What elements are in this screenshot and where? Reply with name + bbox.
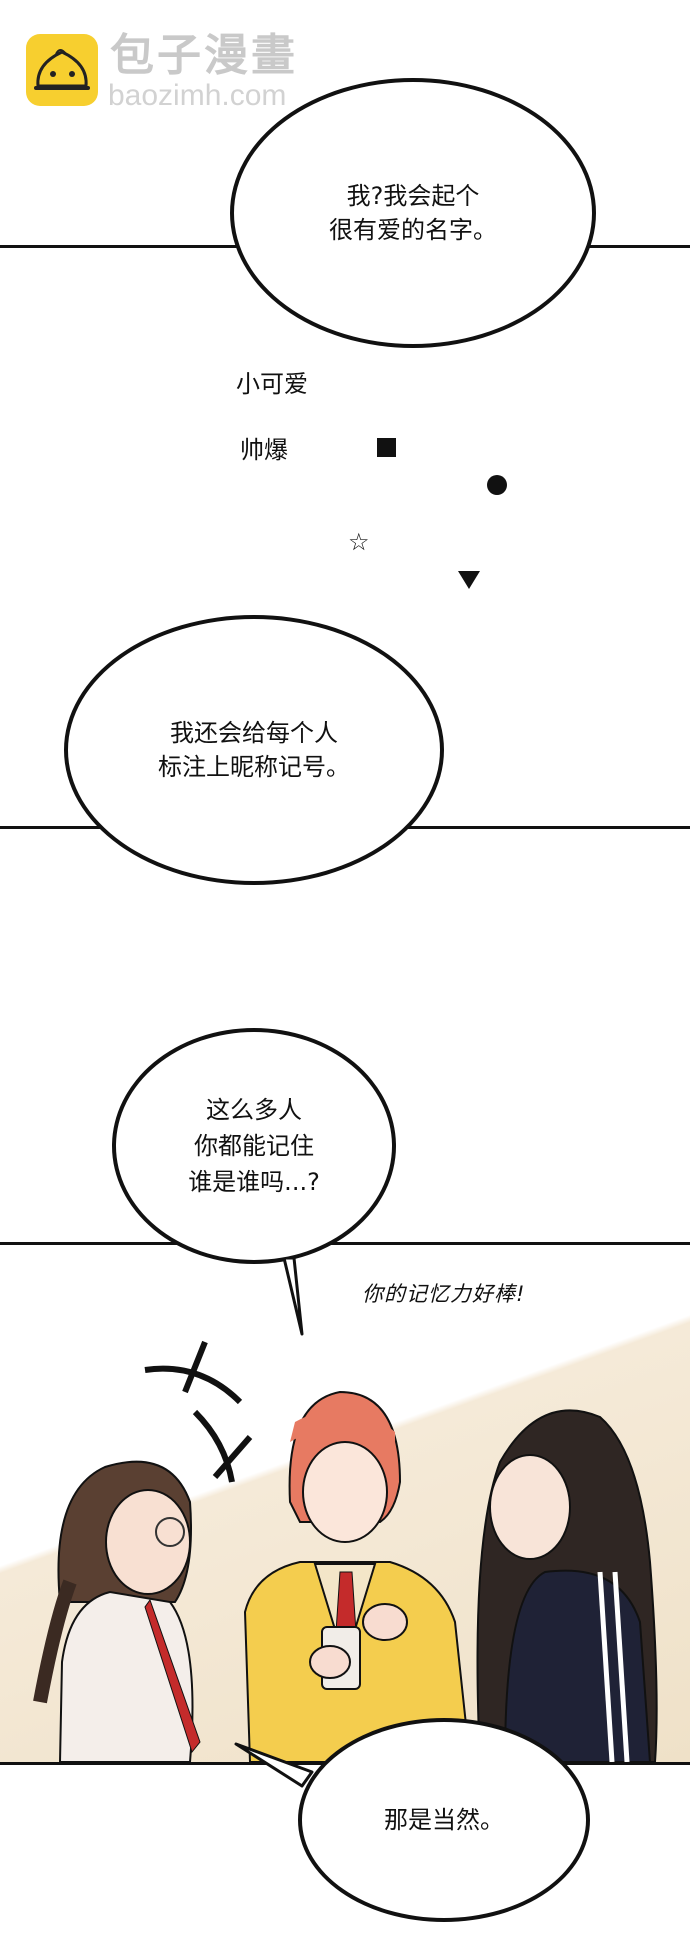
bubble-tail — [282, 1258, 304, 1336]
watermark-url: baozimh.com — [108, 79, 287, 112]
square-icon — [377, 438, 396, 457]
bubble-4-text: 那是当然。 — [384, 1806, 504, 1834]
bubble-1-text: 我?我会起个 很有爱的名字。 — [329, 182, 497, 244]
speech-bubble-1: 我?我会起个 很有爱的名字。 — [230, 78, 596, 348]
watermark-title: 包子漫畫 — [110, 30, 298, 81]
bubble-3-text: 这么多人 你都能记住 谁是谁吗...? — [188, 1096, 320, 1196]
speech-bubble-3: 这么多人 你都能记住 谁是谁吗...? — [112, 1028, 396, 1264]
characters-illustration — [33, 1340, 658, 1762]
sfx-text: 你的记忆力好棒! — [362, 1282, 526, 1306]
bubble-2-text: 我还会给每个人 标注上昵称记号。 — [158, 719, 350, 781]
triangle-down-icon — [458, 571, 480, 589]
panel-divider — [0, 1242, 690, 1245]
circle-icon — [487, 475, 507, 495]
comic-art-panel — [0, 1242, 690, 1762]
speech-bubble-4: 那是当然。 — [298, 1718, 590, 1922]
bubble-tail — [234, 1742, 314, 1788]
label-cute: 小可爱 — [236, 370, 308, 398]
star-icon: ☆ — [348, 528, 370, 556]
steamed-bun-icon — [26, 34, 98, 106]
label-handsome: 帅爆 — [240, 436, 288, 464]
speech-bubble-2: 我还会给每个人 标注上昵称记号。 — [64, 615, 444, 885]
